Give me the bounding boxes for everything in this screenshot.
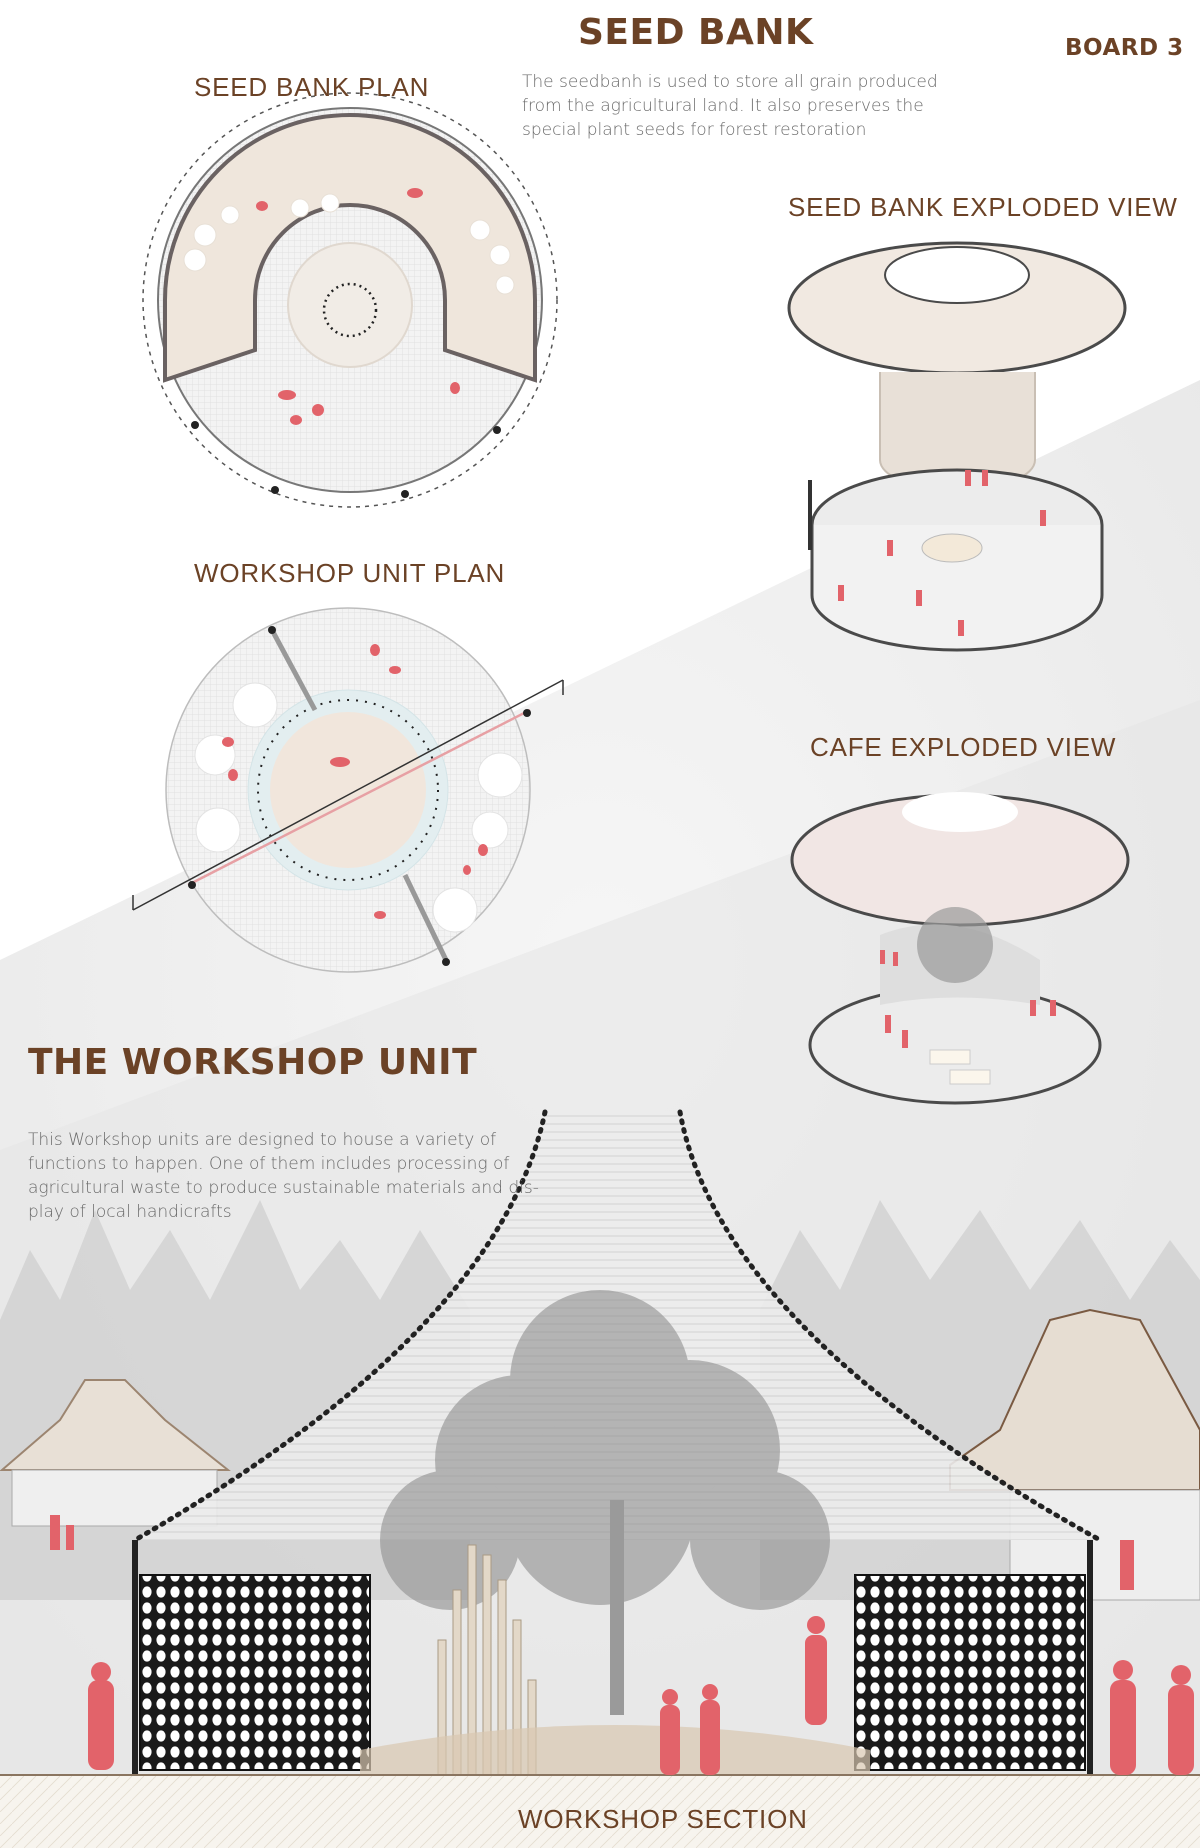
- central-tree: [380, 1290, 830, 1610]
- seed-bank-exploded-drawing: [787, 241, 1127, 652]
- workshop-section-drawing: [0, 1109, 1200, 1848]
- seed-bank-description: The seedbanh is used to store all grain …: [522, 70, 938, 142]
- cafe-exploded-drawing: [790, 792, 1130, 1105]
- board-label: BOARD 3: [1065, 35, 1184, 61]
- seed-bank-exploded-label: SEED BANK EXPLODED VIEW: [788, 192, 1178, 222]
- workshop-description-line: agricultural waste to produce sustainabl…: [28, 1178, 539, 1198]
- workshop-description-line: functions to happen. One of them include…: [28, 1154, 510, 1174]
- workshop-description: This Workshop units are designed to hous…: [28, 1128, 539, 1224]
- seed-bank-description-line: The seedbanh is used to store all grain …: [522, 72, 938, 92]
- workshop-unit-plan-drawing: [132, 607, 564, 973]
- seed-bank-plan-label: SEED BANK PLAN: [194, 72, 430, 102]
- workshop-title: THE WORKSHOP UNIT: [28, 1042, 478, 1083]
- workshop-plan-label: WORKSHOP UNIT PLAN: [194, 558, 506, 588]
- seed-bank-plan-drawing: [142, 92, 558, 508]
- people-silhouettes: [50, 1515, 1194, 1775]
- workshop-description-line: This Workshop units are designed to hous…: [28, 1130, 497, 1150]
- workshop-description-line: play of local handicrafts: [28, 1202, 232, 1222]
- cafe-exploded-label: CAFE EXPLODED VIEW: [810, 732, 1117, 762]
- seed-bank-description-line: special plant seeds for forest restorati…: [522, 120, 867, 140]
- seed-bank-description-line: from the agricultural land. It also pres…: [522, 96, 924, 116]
- board-title: SEED BANK: [578, 12, 814, 53]
- workshop-section-label: WORKSHOP SECTION: [518, 1804, 808, 1834]
